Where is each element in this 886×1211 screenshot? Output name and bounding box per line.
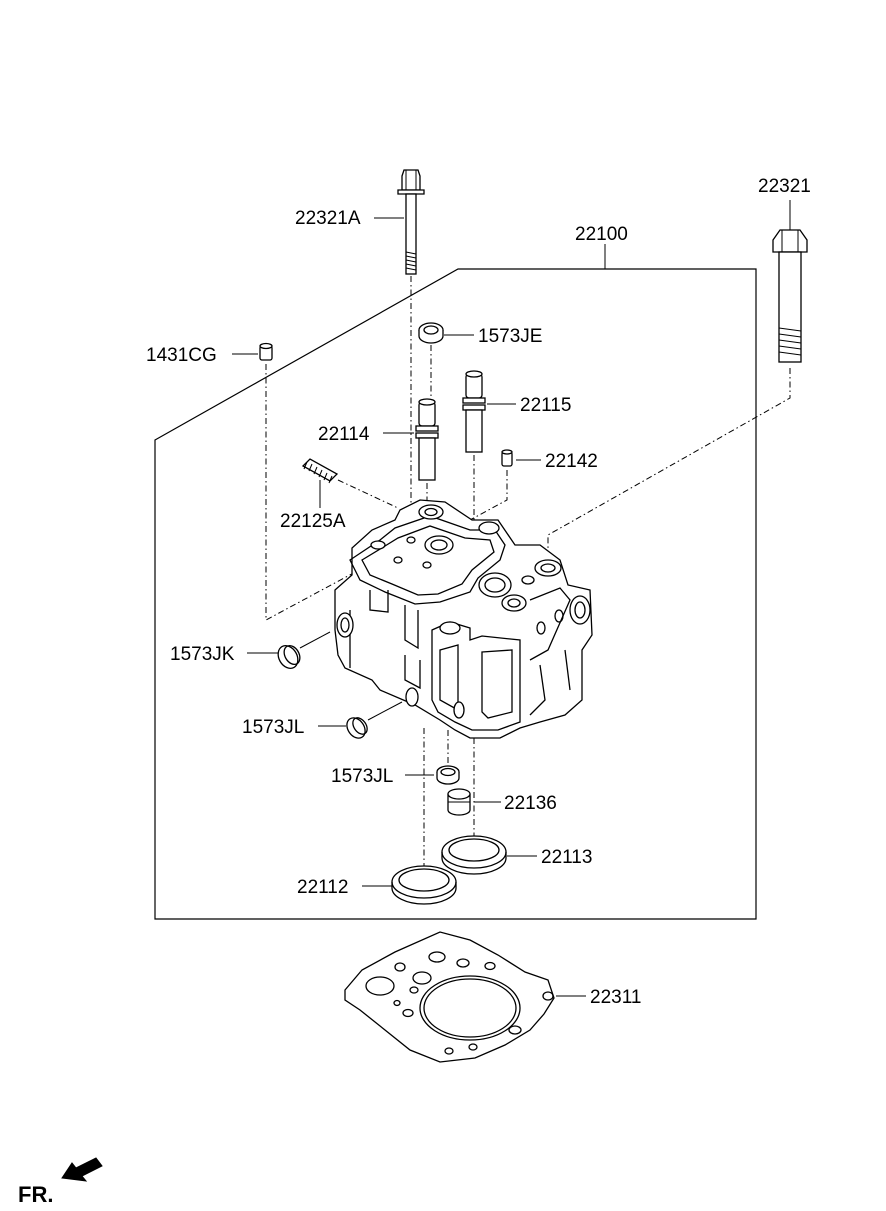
label-1573JL-bottom: 1573JL bbox=[331, 766, 393, 787]
valve-seat-22113[interactable] bbox=[441, 835, 507, 875]
label-22321: 22321 bbox=[758, 176, 811, 197]
label-22112: 22112 bbox=[297, 877, 348, 898]
label-22100: 22100 bbox=[575, 224, 628, 245]
pin-22142[interactable] bbox=[501, 449, 513, 467]
label-1431CG: 1431CG bbox=[146, 345, 217, 366]
label-1573JL-side: 1573JL bbox=[242, 717, 304, 738]
cup-22136[interactable] bbox=[447, 788, 471, 816]
label-22114: 22114 bbox=[318, 424, 370, 445]
plug-1573JK[interactable] bbox=[274, 642, 303, 672]
label-22321A: 22321A bbox=[295, 208, 361, 229]
label-22136: 22136 bbox=[504, 793, 557, 814]
label-1573JE: 1573JE bbox=[478, 326, 542, 347]
bolt-22321A[interactable] bbox=[397, 169, 425, 275]
cylinder-head-22100[interactable] bbox=[334, 499, 593, 739]
valve-guide-22115[interactable] bbox=[462, 370, 486, 453]
front-direction-label: FR. bbox=[18, 1182, 53, 1207]
plug-1573JL-side[interactable] bbox=[343, 714, 370, 741]
head-gasket-22311[interactable] bbox=[344, 931, 555, 1063]
valve-seat-22112[interactable] bbox=[391, 865, 457, 905]
seal-ring-1573JE[interactable] bbox=[418, 322, 444, 344]
label-22113: 22113 bbox=[541, 847, 592, 868]
label-22115: 22115 bbox=[520, 395, 571, 416]
assembly-boundary-box bbox=[154, 268, 757, 920]
front-direction-arrow-icon bbox=[61, 1157, 103, 1182]
stud-22125A[interactable] bbox=[301, 458, 339, 484]
label-22125A: 22125A bbox=[280, 511, 346, 532]
bolt-22321[interactable] bbox=[772, 229, 808, 363]
dowel-pin-1431CG[interactable] bbox=[259, 342, 273, 361]
valve-guide-22114[interactable] bbox=[415, 398, 439, 481]
label-22311: 22311 bbox=[590, 987, 641, 1008]
label-22142: 22142 bbox=[545, 451, 598, 472]
plug-1573JL-bottom[interactable] bbox=[436, 765, 460, 785]
label-1573JK: 1573JK bbox=[170, 644, 235, 665]
